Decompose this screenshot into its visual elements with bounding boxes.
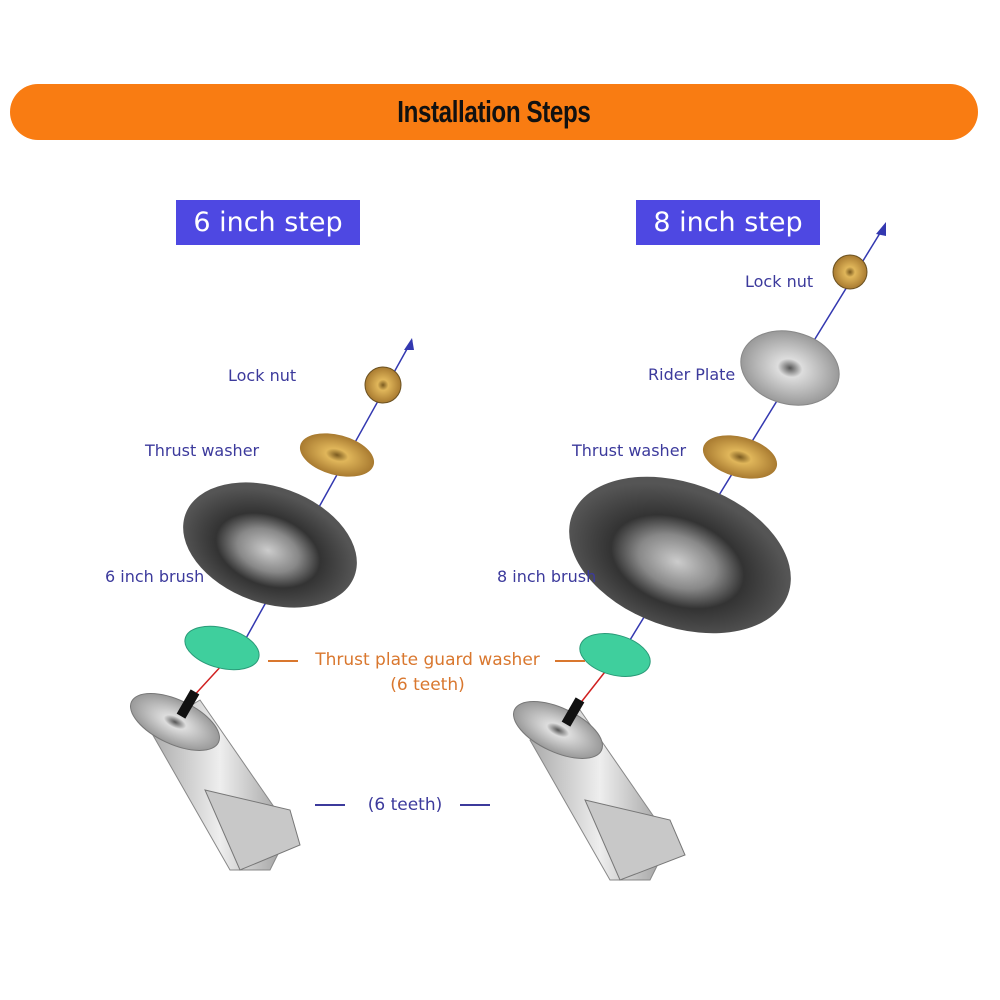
left-gearbox [130,689,301,871]
left-lock-nut [364,366,402,404]
left-assembly [130,338,414,871]
left-thrust-washer-label: Thrust washer [145,441,260,460]
right-rider-plate-label: Rider Plate [648,365,736,384]
left-lock-nut-label: Lock nut [228,366,297,385]
six-inch-step-heading: 6 inch step [176,200,360,245]
gearbox-teeth-label: (6 teeth) [367,795,443,815]
left-brush-label: 6 inch brush [105,567,205,586]
right-arrowhead-icon [876,222,886,236]
left-guard-washer [184,625,260,671]
right-gearbox [513,697,686,881]
right-rider-plate [740,330,840,406]
right-brush-label: 8 inch brush [497,567,597,586]
right-thrust-washer [702,435,778,479]
right-guard-washer [579,633,651,677]
eight-inch-step-heading: 8 inch step [636,200,820,245]
left-six-inch-brush [183,482,357,608]
left-thrust-washer [299,433,375,477]
guard-washer-label: Thrust plate guard washer [315,650,540,670]
left-arrowhead-icon [404,338,414,350]
right-lock-nut-label: Lock nut [745,272,814,291]
right-thrust-washer-label: Thrust washer [572,441,687,460]
right-assembly [513,222,886,881]
right-lock-nut [832,254,868,290]
right-eight-inch-brush [569,476,791,634]
guard-washer-teeth-label: (6 teeth) [390,675,465,695]
page-title: Installation Steps [397,94,591,129]
title-banner: Installation Steps [10,84,978,140]
